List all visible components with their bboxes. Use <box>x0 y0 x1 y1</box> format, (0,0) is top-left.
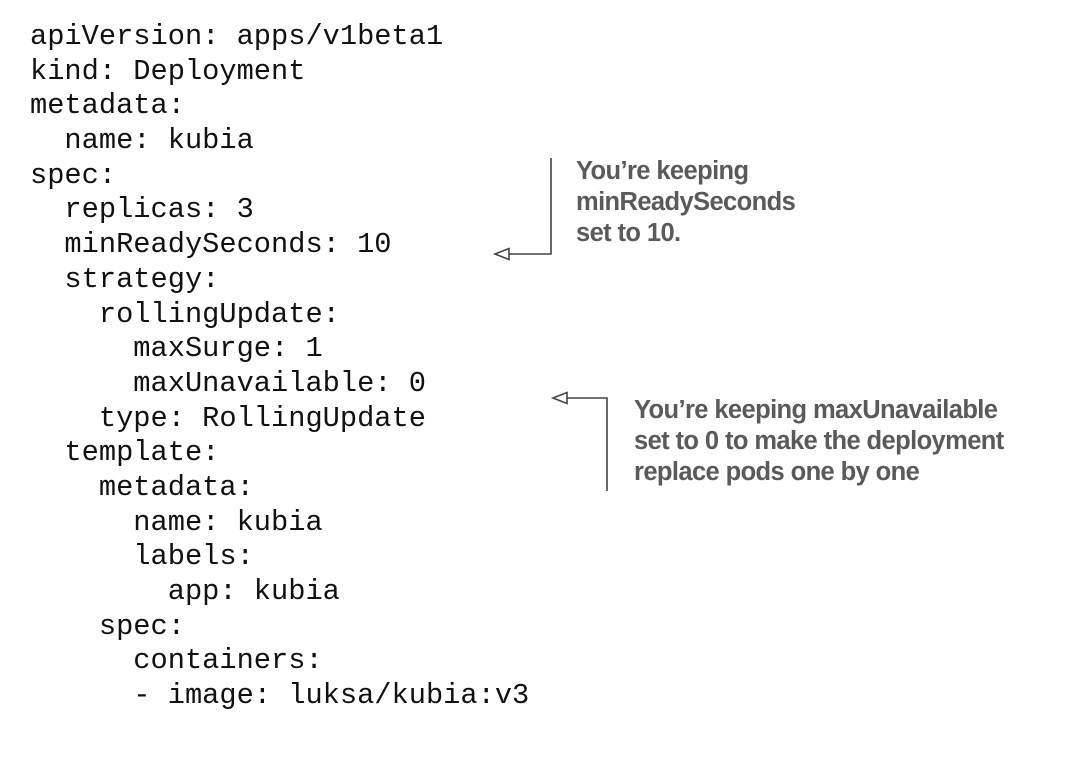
callout-line: You’re keeping <box>576 157 749 185</box>
callout-arrow-min-ready-seconds <box>492 158 552 261</box>
callout-line: set to 0 to make the deployment <box>634 427 1004 455</box>
callout-arrow-max-unavailable <box>550 391 608 491</box>
code-line: app: kubia <box>30 575 340 608</box>
code-line: strategy: <box>30 262 220 296</box>
code-line: name: kubia <box>30 505 323 539</box>
code-line: labels: <box>30 540 254 574</box>
code-line: template: <box>30 436 220 470</box>
code-line: spec: <box>30 158 117 192</box>
code-line: maxUnavailable: 0 <box>30 366 426 400</box>
code-line: replicas: 3 <box>30 193 254 227</box>
code-line: type: RollingUpdate <box>30 401 426 435</box>
callout-line: replace pods one by one <box>634 458 920 486</box>
code-line: rollingUpdate: <box>30 297 340 331</box>
code-line: name: kubia <box>30 124 254 158</box>
code-line: maxSurge: 1 <box>30 332 323 366</box>
code-line: kind: Deployment <box>30 54 306 88</box>
callout-min-ready-seconds: You’re keeping minReadySeconds set to 10… <box>576 156 796 249</box>
code-line: containers: <box>30 644 323 678</box>
code-line: metadata: <box>30 89 185 123</box>
code-line: minReadySeconds: 10 <box>30 228 392 262</box>
callout-line: minReadySeconds <box>576 188 796 216</box>
callout-max-unavailable: You’re keeping maxUnavailable set to 0 t… <box>634 395 1004 488</box>
code-line: apiVersion: apps/v1beta1 <box>30 20 444 53</box>
callout-line: set to 10. <box>576 219 681 247</box>
code-line: metadata: <box>30 470 254 504</box>
code-line: spec: <box>30 609 185 643</box>
code-line: - image: luksa/kubia:v3 <box>30 679 530 713</box>
callout-line: You’re keeping maxUnavailable <box>634 396 998 424</box>
